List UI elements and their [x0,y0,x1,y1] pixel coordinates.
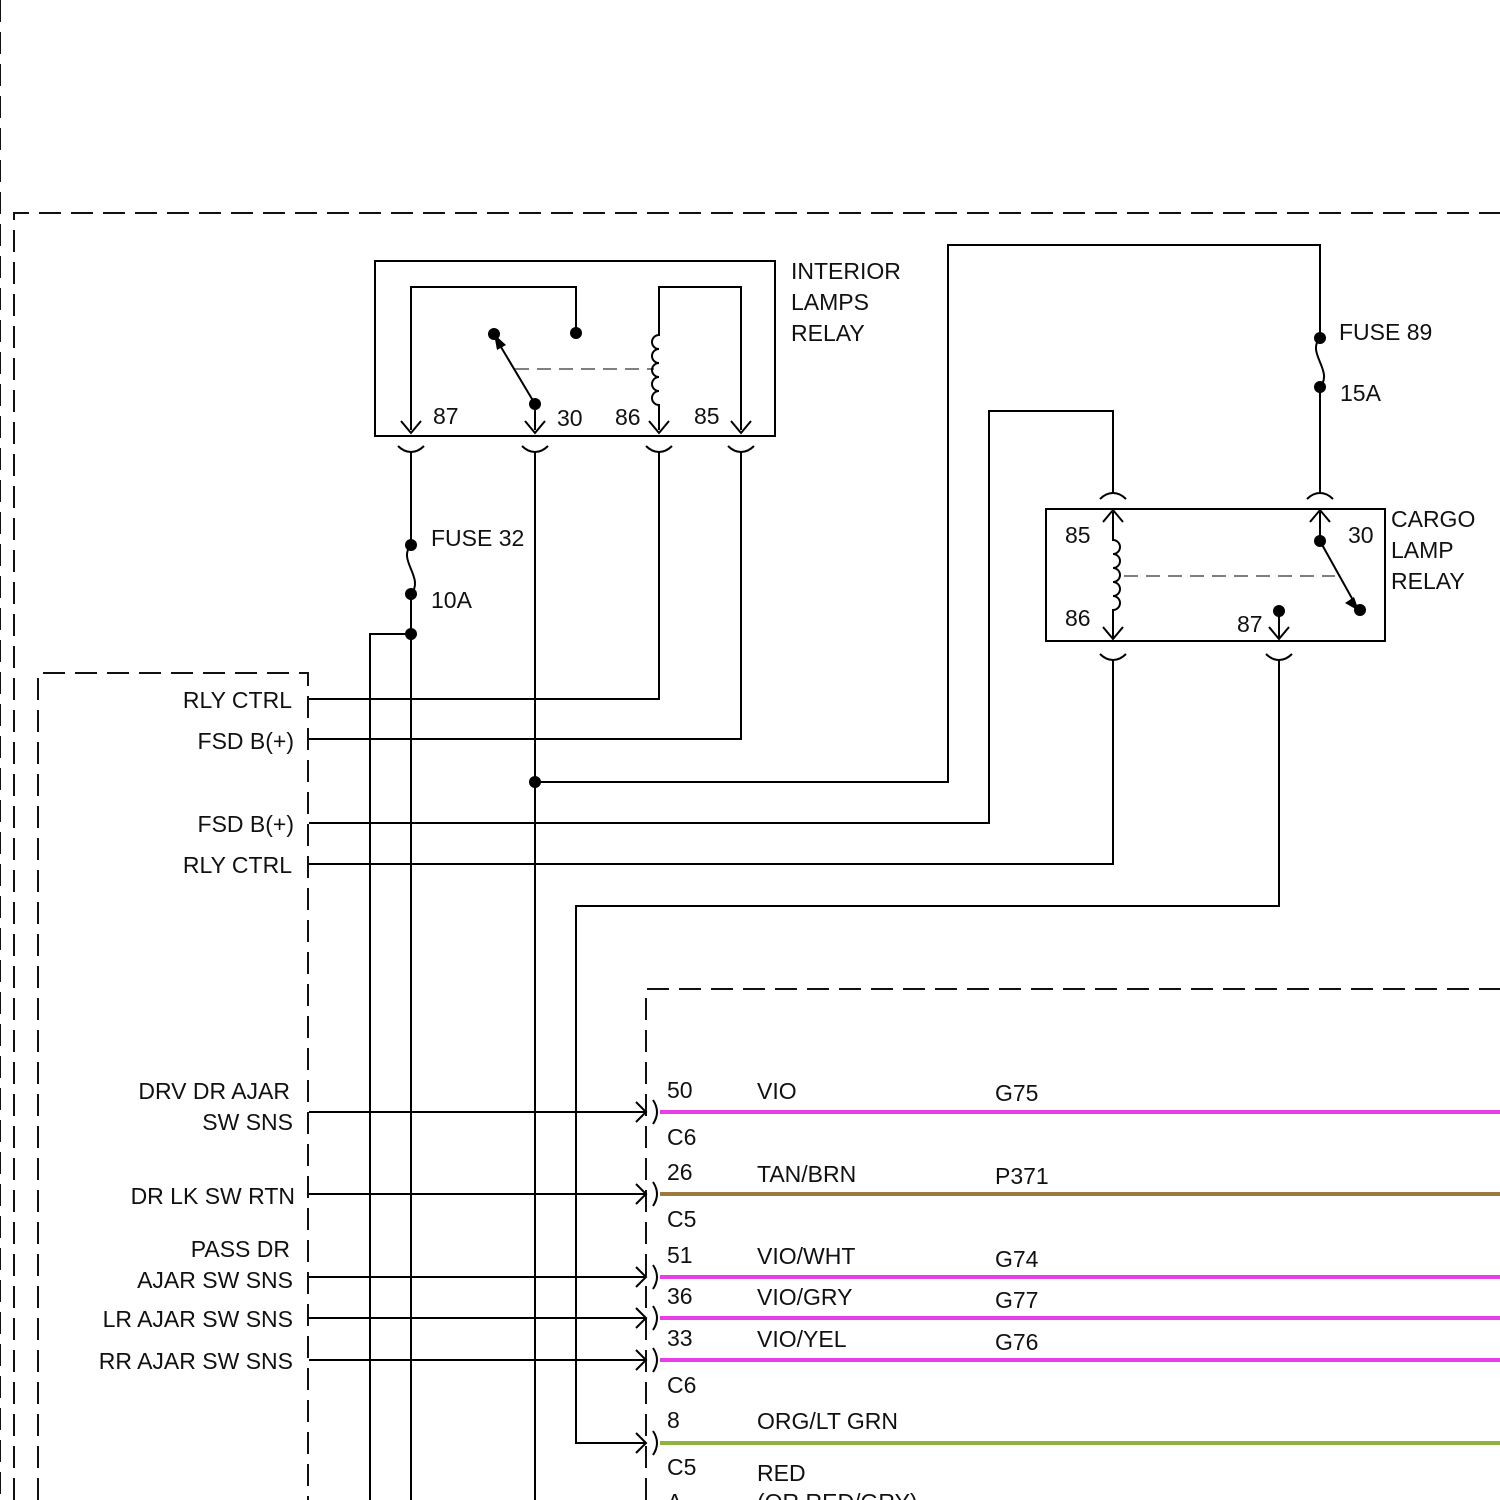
wire-pin: 51 [667,1242,693,1268]
rly-ctrl-label-1: RLY CTRL [183,687,292,713]
drv-dr-ajar-label-line1: DRV DR AJAR [138,1078,290,1104]
wire-circuit: G75 [995,1080,1038,1106]
connector-label: C6 [667,1372,696,1398]
wire-color-label: VIO [757,1078,797,1104]
module-labels: RLY CTRL FSD B(+) FSD B(+) RLY CTRL DRV … [99,687,295,1374]
bottom-wire-color-alt: (OR RED/GRY) [757,1489,918,1500]
wire-circuit: G74 [995,1246,1039,1272]
interior-relay-title-line1: INTERIOR [791,258,901,284]
dr-lk-sw-rtn-label: DR LK SW RTN [131,1183,295,1209]
interior-relay-title-line2: LAMPS [791,289,869,315]
interior-relay-pin-85: 85 [694,403,720,429]
interior-relay-title-line3: RELAY [791,320,865,346]
wire-pin: 36 [667,1283,693,1309]
wire-pin: 26 [667,1159,693,1185]
connector-label: C5 [667,1454,696,1480]
fuse-89-label: FUSE 89 [1339,319,1432,345]
wire-color-label: TAN/BRN [757,1161,856,1187]
lr-ajar-label: LR AJAR SW SNS [103,1306,293,1332]
cargo-relay-title-line2: LAMP [1391,537,1454,563]
cargo-relay-pin-86: 86 [1065,605,1091,631]
cargo-lamp-relay: 85 86 30 87 CARGO LAMP RELAY [1046,493,1475,660]
fuse-89-rating: 15A [1340,380,1382,406]
bottom-wire-color: RED [757,1460,806,1486]
cargo-relay-pin-30: 30 [1348,522,1374,548]
fuse-32-rating: 10A [431,587,473,613]
cargo-relay-pin-87: 87 [1237,611,1263,637]
sense-lines [309,1102,646,1370]
cargo-relay-title-line1: CARGO [1391,506,1475,532]
wire-circuit: G76 [995,1329,1038,1355]
fuse-89: FUSE 89 15A [1314,319,1432,406]
bottom-pin: A [667,1489,683,1500]
wire-annotations: 50 VIO G75 C6 26 TAN/BRN P371 C5 51 VIO/… [667,1077,1049,1500]
rly-ctrl-label-2: RLY CTRL [183,852,292,878]
wire-circuit: G77 [995,1287,1038,1313]
wire-color-label: VIO/GRY [757,1284,852,1310]
wire-pin: 50 [667,1077,693,1103]
connector-terminals [653,1100,657,1455]
fuse-32-label: FUSE 32 [431,525,524,551]
wire-pin: 33 [667,1325,693,1351]
interior-relay-pin-87: 87 [433,403,459,429]
pass-dr-ajar-label-line1: PASS DR [191,1236,290,1262]
wire-circuit: P371 [995,1163,1049,1189]
cargo-relay-pin-85: 85 [1065,522,1091,548]
interior-relay-pin-30: 30 [557,405,583,431]
wire-pin: 8 [667,1407,680,1433]
wire-color-label: ORG/LT GRN [757,1408,898,1434]
pass-dr-ajar-label-line2: AJAR SW SNS [137,1267,293,1293]
connector-label: C6 [667,1124,696,1150]
rr-ajar-label: RR AJAR SW SNS [99,1348,293,1374]
wire-color-label: VIO/YEL [757,1326,847,1352]
fuse-32: FUSE 32 10A [405,452,524,613]
fsd-b-label-2: FSD B(+) [198,811,294,837]
connector-label: C5 [667,1206,696,1232]
fsd-b-label-1: FSD B(+) [198,728,294,754]
interior-lamps-relay: 87 30 86 85 INTERIOR LAMPS RELAY [375,258,901,452]
drv-dr-ajar-label-line2: SW SNS [202,1109,293,1135]
wire-color-label: VIO/WHT [757,1243,855,1269]
interior-relay-pin-86: 86 [615,404,641,430]
cargo-relay-title-line3: RELAY [1391,568,1465,594]
